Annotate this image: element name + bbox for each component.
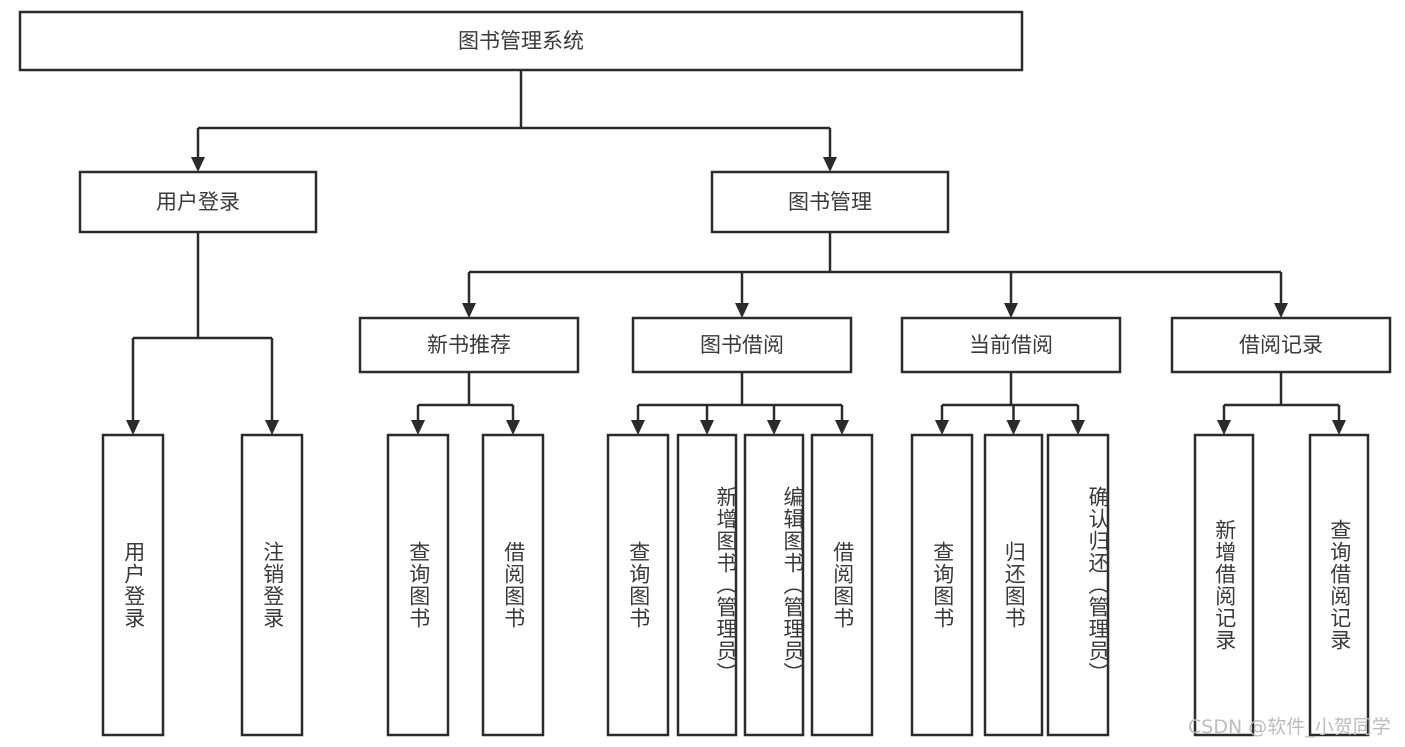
arrow-head-icon: [1004, 303, 1018, 318]
node-box-l3_d2[interactable]: [983, 433, 1044, 737]
arrow-head-icon: [700, 420, 714, 435]
node-box-l3_e1[interactable]: [1193, 433, 1255, 737]
arrow-head-icon: [1006, 420, 1021, 435]
arrow-head-icon: [631, 420, 645, 435]
node-box-l3_d3[interactable]: [1046, 433, 1110, 737]
node-box-root[interactable]: [18, 10, 1024, 72]
connector-layer: [126, 70, 1346, 435]
arrow-head-icon: [126, 420, 140, 435]
node-box-l3_a1[interactable]: [101, 433, 165, 737]
node-box-l2_borrow[interactable]: [631, 316, 853, 374]
node-box-l3_b2[interactable]: [481, 433, 545, 737]
arrow-head-icon: [1274, 303, 1288, 318]
arrow-head-icon: [411, 420, 425, 435]
node-box-l3_c2[interactable]: [676, 433, 738, 737]
node-box-l3_a2[interactable]: [240, 433, 304, 737]
node-label-l2_current: 当前借阅: [969, 333, 1053, 357]
arrow-head-icon: [1332, 420, 1346, 435]
arrow-head-icon: [1217, 420, 1231, 435]
node-box-l2_newbook[interactable]: [358, 316, 580, 374]
node-box-l1_user[interactable]: [78, 170, 318, 234]
node-box-l2_record[interactable]: [1170, 316, 1392, 374]
arrow-head-icon: [935, 420, 949, 435]
node-box-l3_c3[interactable]: [743, 433, 805, 737]
arrow-head-icon: [767, 420, 781, 435]
arrow-head-icon: [823, 157, 837, 172]
node-label-l1_user: 用户登录: [156, 190, 240, 214]
node-box-l2_current[interactable]: [900, 316, 1122, 374]
node-label-l2_record: 借阅记录: [1239, 333, 1323, 357]
node-box-l3_c4[interactable]: [810, 433, 874, 737]
node-label-l1_book: 图书管理: [788, 190, 872, 214]
node-box-l3_c1[interactable]: [606, 433, 670, 737]
arrow-head-icon: [265, 420, 279, 435]
arrow-head-icon: [735, 303, 749, 318]
node-label-l2_newbook: 新书推荐: [427, 333, 511, 357]
arrow-head-icon: [1071, 420, 1085, 435]
node-box-l3_d1[interactable]: [910, 433, 974, 737]
node-label-l2_borrow: 图书借阅: [700, 333, 784, 357]
node-box-l1_book[interactable]: [710, 170, 950, 234]
arrow-head-icon: [462, 303, 476, 318]
arrow-head-icon: [835, 420, 849, 435]
node-box-layer: [18, 10, 1392, 737]
node-box-l3_e2[interactable]: [1308, 433, 1370, 737]
node-box-l3_b1[interactable]: [386, 433, 450, 737]
arrow-head-icon: [506, 420, 520, 435]
node-label-root: 图书管理系统: [458, 29, 584, 53]
arrow-head-icon: [191, 157, 205, 172]
watermark-text: CSDN @软件_小贺同学: [1188, 716, 1391, 738]
